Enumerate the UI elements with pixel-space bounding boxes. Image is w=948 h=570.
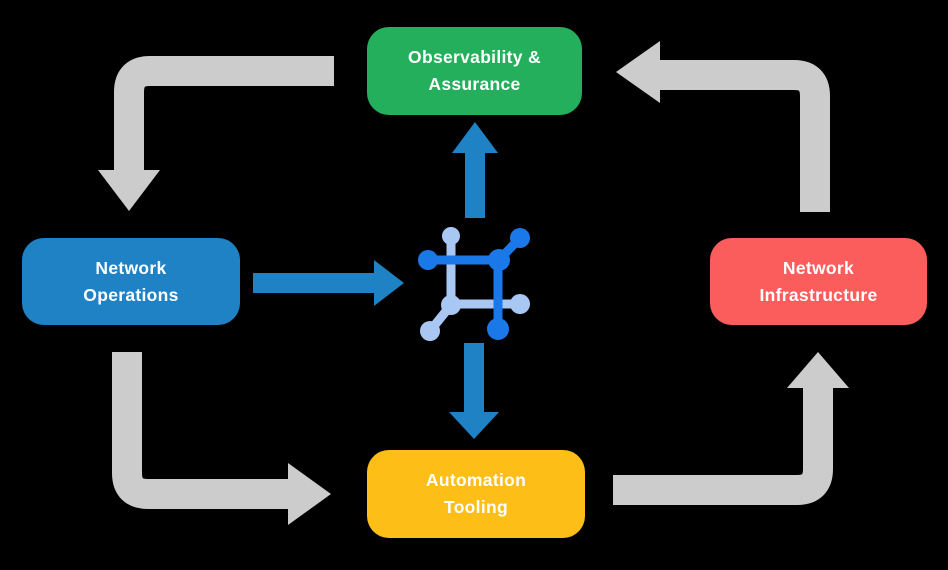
- node-observability-label-line1: Observability &: [408, 47, 541, 67]
- network-nodes-icon-light-part: [420, 227, 530, 341]
- gray-cycle-arrows: [98, 41, 849, 525]
- node-observability-assurance: Observability & Assurance: [367, 27, 582, 115]
- node-infrastructure-label-line1: Network: [782, 257, 855, 278]
- arrow-center-to-automation-icon: [449, 343, 499, 439]
- arrow-operations-to-center-icon: [253, 260, 404, 306]
- blue-center-arrows: [253, 122, 499, 439]
- arrow-center-to-observability-icon: [452, 122, 498, 218]
- node-network-operations: Network Operations: [22, 238, 240, 325]
- arrow-observability-to-operations-icon: [98, 56, 334, 211]
- arrow-infrastructure-to-observability-icon: [616, 41, 830, 212]
- node-network-infrastructure: Network Infrastructure: [710, 238, 927, 325]
- arrow-automation-to-infrastructure-icon: [613, 352, 849, 505]
- node-infrastructure-label-line2: Infrastructure: [759, 284, 878, 305]
- node-automation-label-line2: Tooling: [444, 497, 508, 517]
- node-observability-label-line2: Assurance: [428, 74, 521, 94]
- node-automation-label-line1: Automation: [425, 470, 527, 490]
- node-operations-label-line1: Network: [95, 257, 167, 278]
- network-nodes-icon-bright-part: [418, 228, 530, 340]
- node-automation-tooling: Automation Tooling: [367, 450, 585, 538]
- network-nodes-icon: [418, 227, 530, 341]
- node-operations-label-line2: Operations: [83, 284, 179, 305]
- arrow-operations-to-automation-icon: [112, 352, 331, 525]
